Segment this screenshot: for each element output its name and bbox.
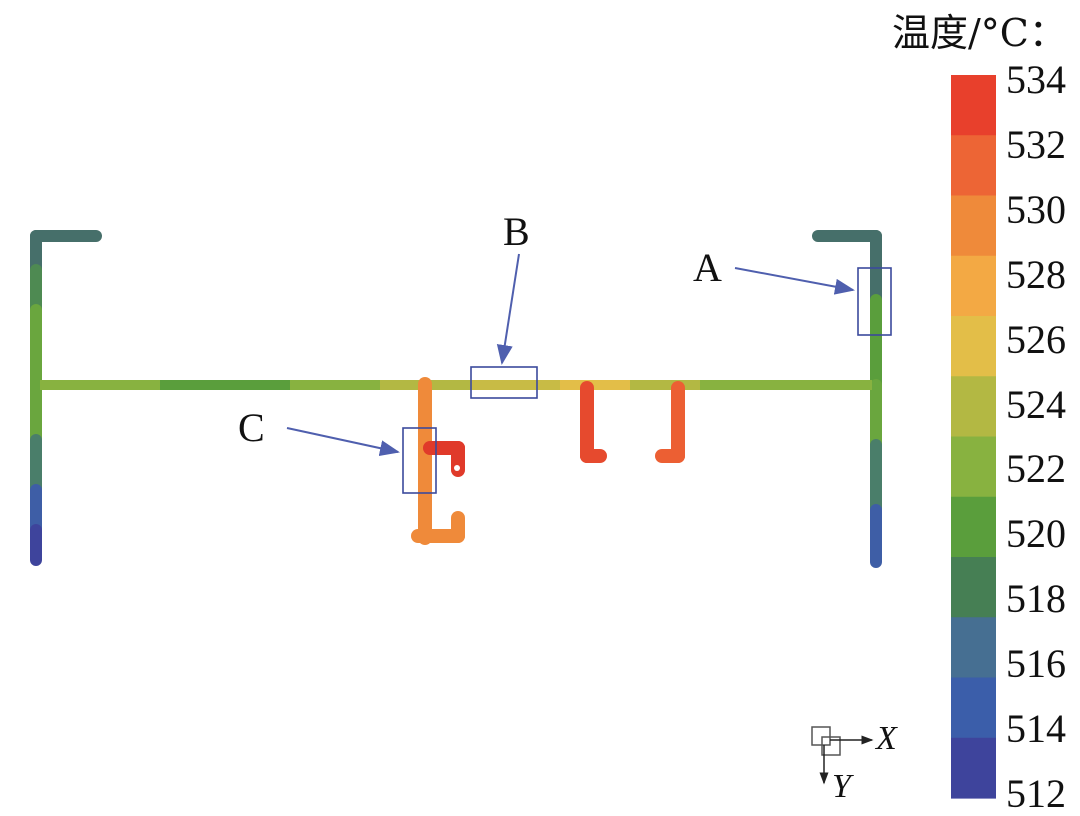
central-section xyxy=(411,377,465,545)
node-dot xyxy=(454,465,460,471)
legend-colorbar xyxy=(951,75,996,799)
colorbar-band xyxy=(951,436,996,498)
colorbar-band xyxy=(951,557,996,618)
legend-tick-label: 530 xyxy=(1006,186,1066,232)
legend-tick-label: 528 xyxy=(1006,251,1066,297)
colorbar-band xyxy=(951,195,996,257)
legend-tick-label: 522 xyxy=(1006,446,1066,492)
left-member xyxy=(30,230,102,566)
colorbar-band xyxy=(951,255,996,317)
colorbar-band xyxy=(951,135,996,197)
arrow-a xyxy=(734,267,855,295)
callout-label-a: A xyxy=(693,245,722,290)
colorbar-band xyxy=(951,75,996,136)
legend-tick-label: 524 xyxy=(1006,381,1066,427)
horizontal-beam xyxy=(40,380,872,390)
legend-tick-label: 512 xyxy=(1006,771,1066,816)
box-a xyxy=(857,267,892,336)
colorbar-band xyxy=(951,496,996,558)
callout-label-b: B xyxy=(503,209,530,254)
box-b xyxy=(470,366,538,399)
right-member xyxy=(812,230,882,568)
coordinate-triad xyxy=(811,726,874,785)
colorbar-band xyxy=(951,617,996,679)
axis-label-x: X xyxy=(876,720,897,757)
stiffeners xyxy=(580,381,685,463)
colorbar-band xyxy=(951,376,996,438)
colorbar-band xyxy=(951,316,996,377)
legend-title: 温度/°C： xyxy=(892,11,1067,55)
callout-label-c: C xyxy=(238,405,265,450)
colorbar-band xyxy=(951,677,996,739)
legend-tick-label: 520 xyxy=(1006,511,1066,557)
box-c xyxy=(402,427,437,494)
legend-tick-label: 514 xyxy=(1006,706,1066,752)
callout-boxes xyxy=(402,267,892,494)
legend-tick-label: 516 xyxy=(1006,641,1066,687)
arrow-c xyxy=(286,427,400,457)
legend-tick-label: 526 xyxy=(1006,316,1066,362)
legend-tick-label: 534 xyxy=(1006,57,1066,102)
colorbar-band xyxy=(951,737,996,799)
legend-tick-label: 518 xyxy=(1006,576,1066,622)
legend-tick-label: 532 xyxy=(1006,121,1066,167)
axis-label-y: Y xyxy=(832,768,851,805)
callout-arrows xyxy=(286,253,855,457)
arrow-b xyxy=(496,253,520,365)
